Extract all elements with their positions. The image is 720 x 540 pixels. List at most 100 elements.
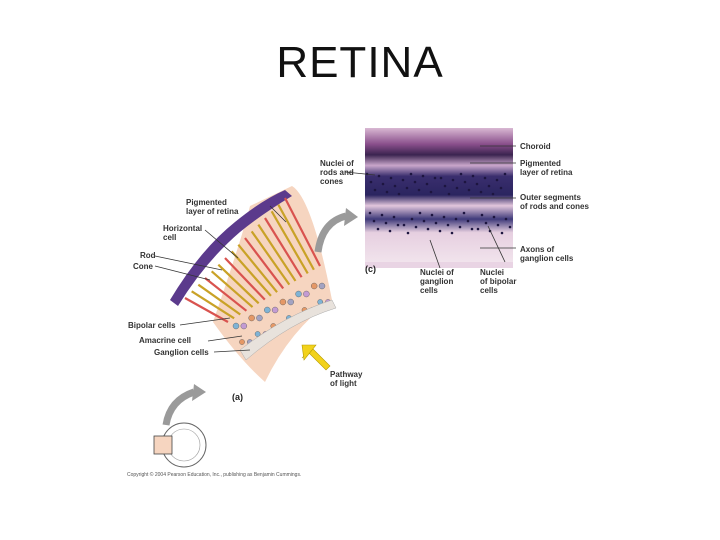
flow-arrow-up: [314, 212, 348, 253]
micrograph-nucleus: [459, 172, 463, 176]
micrograph-nucleus: [439, 176, 443, 180]
label-nuclei-ganglion-3: cells: [420, 286, 438, 295]
label-outer-segments-2: of rods and cones: [520, 202, 589, 211]
micrograph-nucleus: [503, 172, 507, 176]
left-leader-lines: [154, 205, 287, 353]
micrograph-nucleus: [389, 176, 393, 180]
label-axons-1: Axons of: [520, 245, 555, 254]
label-amacrine-cell: Amacrine cell: [139, 336, 191, 345]
micrograph-nucleus: [413, 180, 417, 184]
micrograph-nucleus: [496, 223, 500, 227]
micrograph-nucleus: [381, 182, 385, 186]
rod-cell: [197, 283, 241, 316]
rods-and-cones: [184, 197, 321, 323]
label-pigmented-layer-left-2: layer of retina: [186, 207, 239, 216]
label-pigmented-layer-left-1: Pigmented: [186, 198, 227, 207]
micrograph-panel: [365, 128, 513, 268]
rod-cell: [277, 204, 315, 271]
neuron-body: [254, 331, 261, 337]
micrograph-nucleus: [454, 217, 458, 221]
label-nuclei-bipolar-2: of bipolar: [480, 277, 516, 286]
label-pigmented-layer-right-2: layer of retina: [520, 168, 573, 177]
label-ganglion-cells: Ganglion cells: [154, 348, 209, 357]
page-title: RETINA: [276, 38, 444, 87]
rod-cell: [257, 224, 297, 282]
micrograph-nucleus: [504, 217, 508, 221]
label-outer-segments-1: Outer segments: [520, 193, 581, 202]
rod-cell: [217, 263, 260, 305]
neuron-body: [279, 298, 287, 306]
micrograph-nucleus: [487, 184, 491, 188]
micrograph-nucleus: [483, 176, 487, 180]
label-nuclei-rods-cones-3: cones: [320, 177, 344, 186]
micrograph-nucleus: [442, 215, 446, 219]
micrograph-nucleus: [422, 219, 426, 223]
neuron-body: [264, 306, 271, 314]
label-choroid: Choroid: [520, 142, 551, 151]
eye-detail-box: [153, 435, 173, 455]
micrograph-nucleus: [455, 186, 459, 190]
micrograph-nucleus: [491, 192, 495, 196]
micrograph-nucleus: [376, 227, 380, 231]
neuron-body: [303, 290, 310, 298]
micrograph-nucleus: [480, 213, 484, 217]
neuron-body: [256, 314, 263, 322]
label-horizontal-cell-1: Horizontal: [163, 224, 202, 233]
light-pathway-arrow-head: [301, 344, 317, 361]
micrograph-nucleus: [443, 184, 447, 188]
rod-cell: [210, 270, 254, 308]
micrograph-nucleus: [495, 178, 499, 182]
micrograph-nucleus: [438, 229, 442, 233]
label-nuclei-bipolar-1: Nuclei: [480, 268, 504, 277]
nerve-fiber-layer: [239, 299, 337, 361]
rod-cell: [230, 250, 272, 297]
rod-cell: [250, 230, 291, 286]
cone-cell: [204, 277, 248, 312]
neuron-body: [239, 339, 245, 345]
micrograph-nucleus: [377, 174, 381, 178]
micrograph-nucleus: [450, 231, 454, 235]
micrograph-nucleus: [418, 211, 422, 215]
neuron-body: [287, 298, 294, 306]
micrograph-nucleus: [380, 213, 384, 217]
micrograph-nucleus: [451, 178, 455, 182]
eye-sketch: [153, 422, 207, 468]
neuron-body: [310, 282, 318, 290]
micrograph-nucleus: [471, 174, 475, 178]
micrograph-nucleus: [492, 215, 496, 219]
panel-label-a: (a): [232, 392, 243, 402]
micrograph-nucleus: [426, 227, 430, 231]
label-nuclei-rods-cones-1: Nuclei of: [320, 159, 354, 168]
micrograph-nucleus: [463, 180, 467, 184]
micrograph-nucleus: [499, 186, 503, 190]
micrograph-nucleus: [466, 219, 470, 223]
micrograph-nucleus: [484, 221, 488, 225]
micrograph-nuclei: [365, 172, 512, 235]
label-pigmented-layer-right-1: Pigmented: [520, 159, 561, 168]
micrograph-nucleus: [401, 178, 405, 182]
label-axons-2: ganglion cells: [520, 254, 574, 263]
label-nuclei-rods-cones-2: rods and: [320, 168, 354, 177]
neuron-body: [248, 314, 255, 322]
copyright-notice: Copyright © 2004 Pearson Education, Inc.…: [127, 471, 301, 478]
micrograph-nucleus: [392, 215, 396, 219]
flow-arrow-lower: [162, 388, 196, 426]
label-bipolar-cells: Bipolar cells: [128, 321, 176, 330]
right-leader-lines: [344, 145, 516, 269]
rod-cell: [270, 210, 309, 275]
micrograph-nucleus: [373, 188, 377, 192]
label-pathway-1: Pathway: [330, 370, 363, 379]
micrograph-nucleus: [447, 192, 451, 196]
cone-cell: [224, 257, 266, 301]
micrograph-nucleus: [385, 190, 389, 194]
micrograph-nucleus: [388, 229, 392, 233]
micrograph-nucleus: [433, 176, 437, 180]
micrograph-nucleus: [446, 223, 450, 227]
micrograph-nucleus: [384, 221, 388, 225]
micrograph-nucleus: [405, 186, 409, 190]
micrograph-nucleus: [470, 227, 474, 231]
retina-section: [170, 186, 337, 382]
label-rod: Rod: [140, 251, 156, 260]
micrograph-image: [365, 128, 513, 262]
